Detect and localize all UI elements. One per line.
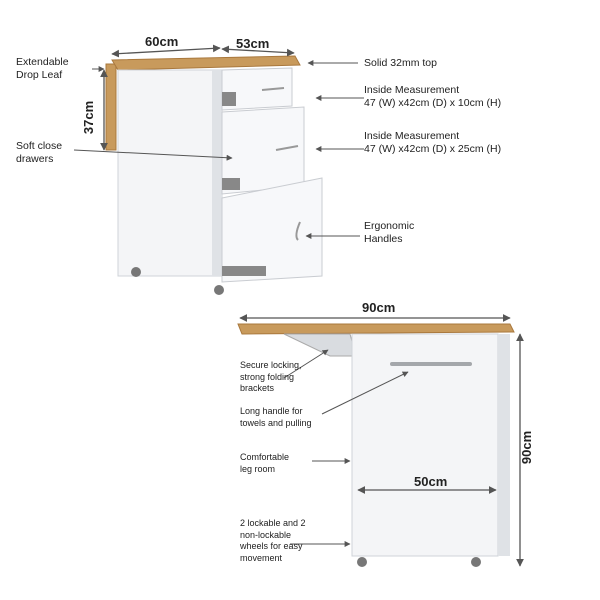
dim-height: 90cm [519,430,535,465]
dim-leg-width: 50cm [414,474,448,489]
dimension-lines [100,44,524,567]
label-wheels: 2 lockable and 2 non-lockable wheels for… [240,518,306,563]
label-inside-measure-1: Inside Measurement 47 (W) x42cm (D) x 10… [364,84,502,109]
label-brackets: Secure locking, strong folding brackets [240,360,302,393]
label-ergonomic: Ergonomic Handles [364,220,415,245]
label-long-handle: Long handle for towels and pulling [240,406,312,428]
dim-open-width: 90cm [362,300,396,315]
cabinet-top-view [105,55,323,295]
label-leg-room: Comfortable leg room [240,452,290,474]
callout-lines [73,60,409,547]
label-solid-top: Solid 32mm top [364,57,437,69]
label-drop-leaf: Extendable Drop Leaf [16,56,69,81]
dim-depth-top: 53cm [236,36,270,51]
dim-width-top: 60cm [145,34,179,49]
label-inside-measure-2: Inside Measurement 47 (W) x42cm (D) x 25… [364,130,502,155]
cabinet-extended-view [237,323,515,567]
dim-leaf-height: 37cm [81,100,97,135]
label-soft-close: Soft close drawers [16,140,63,165]
